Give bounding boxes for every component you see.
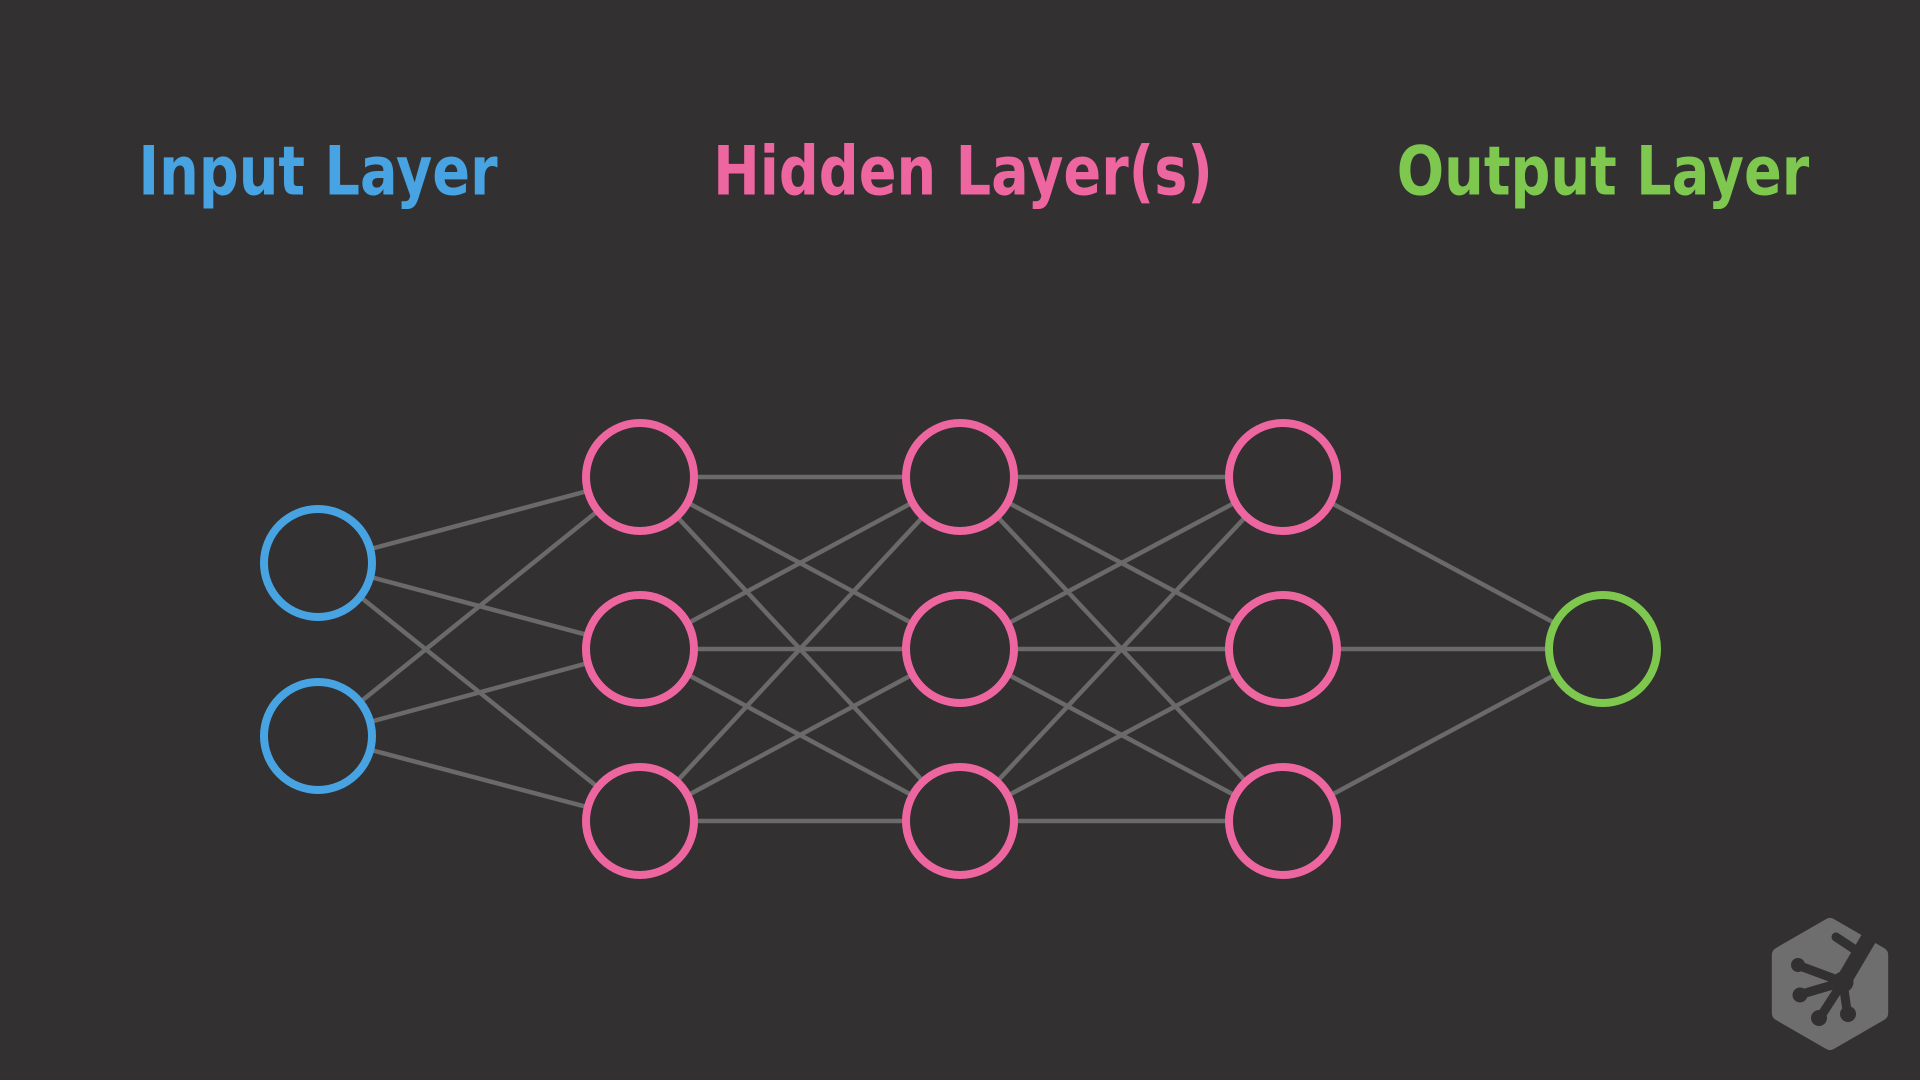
edge-hidden-3-1-to-output-1 <box>1280 474 1606 652</box>
node-hidden-2-2 <box>902 591 1018 707</box>
gecko-foot-segment <box>1835 918 1884 990</box>
gecko-foot-icon <box>1791 918 1884 1026</box>
node-hidden-3-1 <box>1225 419 1341 535</box>
gecko-toe-pad <box>1791 958 1805 972</box>
gecko-foot-segment <box>1795 961 1848 987</box>
input-layer-label: Input Layer <box>138 132 498 212</box>
node-hidden-3-2 <box>1225 591 1341 707</box>
gecko-foot-segment <box>1838 977 1852 1016</box>
node-hidden-2-3 <box>902 763 1018 879</box>
edge-hidden-2-2-to-hidden-3-1 <box>957 474 1286 652</box>
output-layer-label: Output Layer <box>1396 132 1810 212</box>
nodes-group <box>260 419 1661 879</box>
hidden-layer-label: Hidden Layer(s) <box>713 132 1213 212</box>
edge-hidden-2-3-to-hidden-3-1 <box>957 474 1286 824</box>
edge-hidden-1-3-to-hidden-2-2 <box>637 646 963 824</box>
hexagon-gecko-badge <box>1771 918 1889 1050</box>
node-hidden-3-3 <box>1225 763 1341 879</box>
gecko-toe-pad <box>1811 1010 1827 1026</box>
node-hidden-1-3 <box>582 763 698 879</box>
edge-hidden-2-3-to-hidden-3-2 <box>957 646 1286 824</box>
gecko-toe-pad <box>1840 1006 1856 1022</box>
edge-hidden-1-3-to-hidden-2-1 <box>637 474 963 824</box>
edge-hidden-3-3-to-output-1 <box>1280 646 1606 824</box>
node-hidden-1-2 <box>582 591 698 707</box>
node-output-1 <box>1545 591 1661 707</box>
gecko-toe-pad <box>1792 987 1808 1003</box>
edge-input-2-to-hidden-1-1 <box>315 474 643 739</box>
node-input-2 <box>260 678 376 794</box>
gecko-foot-segment <box>1797 977 1848 999</box>
edge-hidden-1-2-to-hidden-2-1 <box>637 474 963 652</box>
node-hidden-1-1 <box>582 419 698 535</box>
gecko-foot-segment <box>1831 932 1859 954</box>
node-input-1 <box>260 505 376 621</box>
node-hidden-2-1 <box>902 419 1018 535</box>
